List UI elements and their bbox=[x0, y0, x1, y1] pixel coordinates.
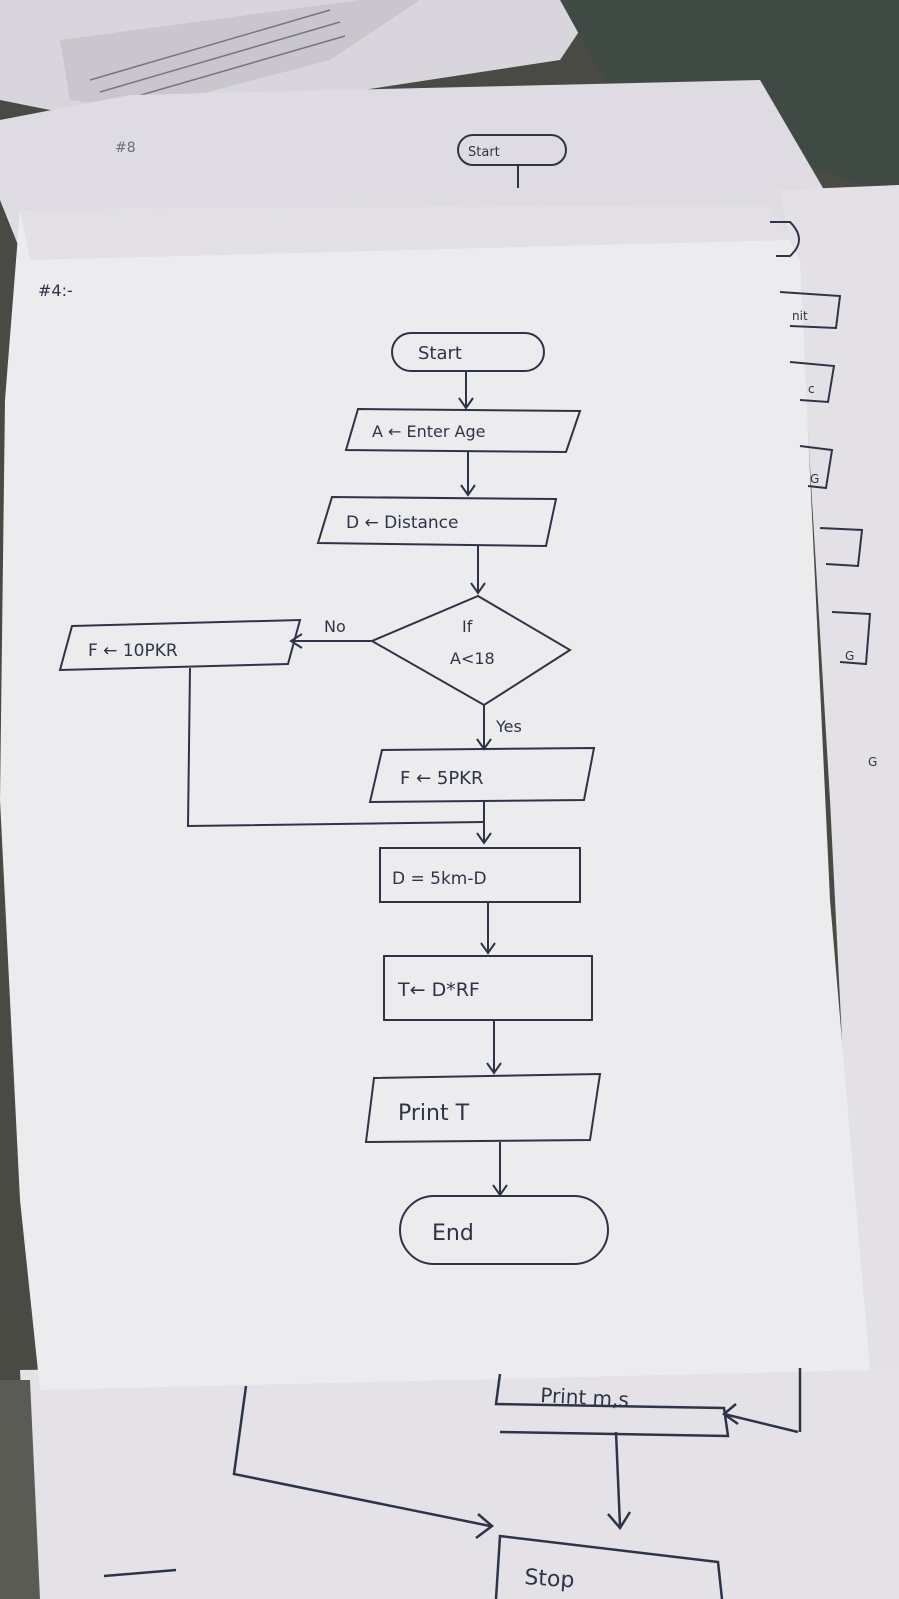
fare-yes-text: F ← 5PKR bbox=[400, 768, 484, 789]
input-distance-box bbox=[316, 495, 558, 548]
right-fragment-box-5 bbox=[831, 611, 872, 666]
bottom-print-box bbox=[494, 1373, 730, 1438]
print-box bbox=[364, 1072, 602, 1144]
fare-no-text: F ← 10PKR bbox=[88, 641, 178, 661]
end-text: End bbox=[432, 1221, 474, 1246]
fare-yes-box bbox=[368, 746, 596, 804]
right-fragment-box-1 bbox=[779, 291, 842, 330]
end-terminal bbox=[399, 1195, 609, 1265]
sheet-number-label: #4:- bbox=[38, 281, 73, 300]
back-sheet-label: #8 bbox=[115, 140, 136, 156]
start-terminal bbox=[391, 332, 545, 372]
main-sheet bbox=[0, 205, 870, 1390]
back-start-text: Start bbox=[468, 145, 500, 160]
printed-sheet-fragment bbox=[60, 0, 420, 110]
right-fragment-text-5: G bbox=[868, 755, 877, 769]
distance-calc-text: D = 5km-D bbox=[392, 869, 487, 889]
right-fragment-text-3: G bbox=[810, 472, 819, 486]
bottom-arrow-right bbox=[723, 1412, 799, 1434]
desk-edge-bottom-left bbox=[0, 1380, 40, 1599]
right-fragment-text-2: c bbox=[808, 382, 815, 396]
right-fragment-box-3 bbox=[799, 445, 834, 490]
decision-text-line2: A<18 bbox=[450, 649, 495, 668]
bottom-stop-text: Stop bbox=[524, 1565, 576, 1593]
right-fragment-box-2 bbox=[789, 361, 836, 404]
back-start-terminal bbox=[457, 134, 567, 166]
bottom-stop-terminal bbox=[494, 1534, 724, 1599]
right-fragment-terminal bbox=[770, 221, 800, 257]
right-fragment-text-1: nit bbox=[792, 309, 808, 323]
input-distance-text: D ← Distance bbox=[346, 513, 458, 533]
bottom-dash bbox=[103, 1568, 177, 1578]
distance-calc-box bbox=[379, 847, 581, 903]
print-text: Print T bbox=[398, 1101, 470, 1126]
start-text: Start bbox=[418, 343, 462, 364]
input-age-box bbox=[344, 407, 582, 454]
back-sheet-right bbox=[780, 185, 899, 1400]
no-label: No bbox=[324, 617, 346, 636]
back-sheet-bottom bbox=[20, 1360, 899, 1599]
bottom-print-text: Print m,s bbox=[540, 1383, 630, 1412]
total-text: T← D*RF bbox=[397, 979, 480, 1001]
connector-no-merge bbox=[186, 667, 485, 828]
yes-label: Yes bbox=[495, 717, 522, 736]
right-fragment-text-4: G bbox=[845, 649, 854, 663]
input-age-text: A ← Enter Age bbox=[372, 422, 486, 441]
bottom-left-connector bbox=[232, 1385, 491, 1528]
right-fragment-box-4 bbox=[819, 527, 864, 568]
fare-no-box bbox=[58, 618, 302, 672]
total-box bbox=[383, 955, 593, 1021]
decision-text-line1: If bbox=[462, 617, 473, 636]
main-sheet-shadow bbox=[20, 205, 790, 260]
bottom-arrow-down bbox=[614, 1431, 622, 1527]
